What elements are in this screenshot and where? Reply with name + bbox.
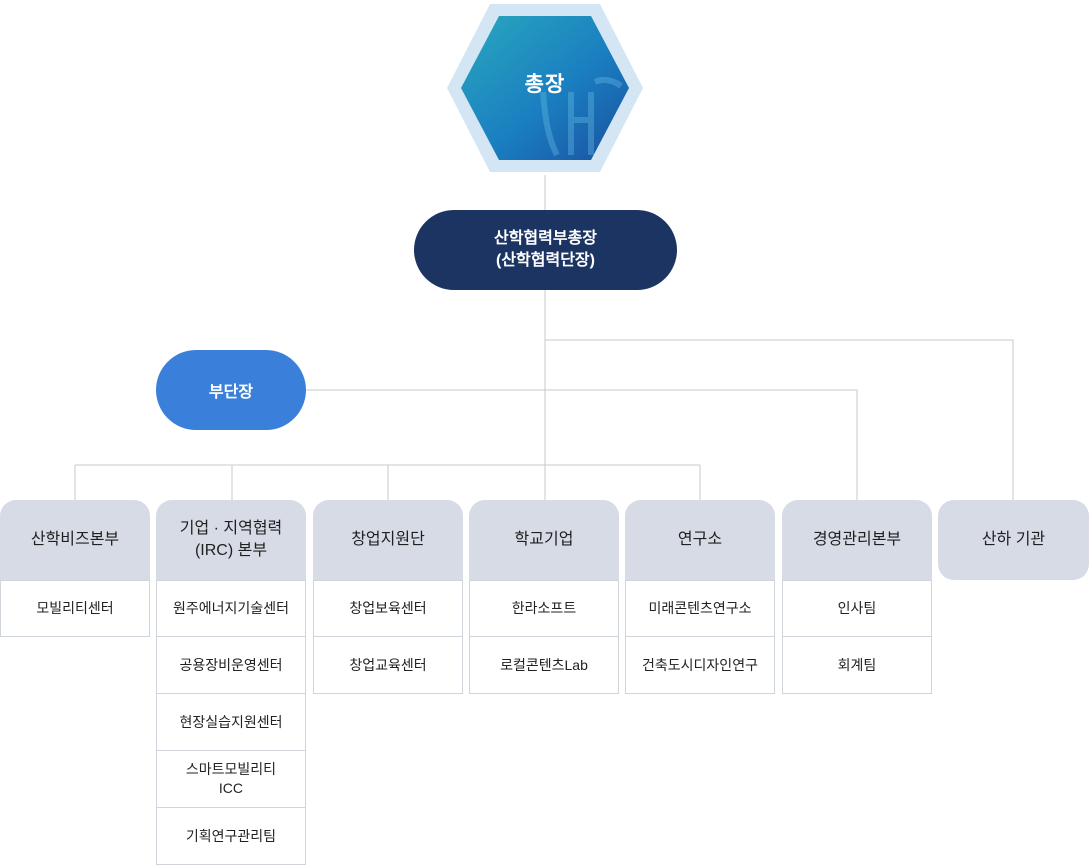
sub-unit: 모빌리티센터 xyxy=(0,580,150,637)
sub-unit: 기획연구관리팀 xyxy=(156,808,306,865)
university-logo-watermark xyxy=(540,76,623,157)
sub-unit: 한라소프트 xyxy=(469,580,619,637)
deputy-label: 부단장 xyxy=(208,384,254,401)
department-title: 산학비즈본부 xyxy=(30,531,120,548)
department-header: 산학비즈본부 xyxy=(0,500,150,580)
sub-unit-label: 현장실습지원센터 xyxy=(179,713,283,730)
sub-unit: 로컬콘텐츠Lab xyxy=(469,637,619,694)
department-title: 학교기업 xyxy=(514,531,574,548)
sub-unit: 건축도시디자인연구 xyxy=(625,637,775,694)
president-label: 총장 xyxy=(524,73,566,96)
department-title: 기업 · 지역협력(IRC) 본부 xyxy=(179,520,283,559)
sub-unit-label: 원주에너지기술센터 xyxy=(173,600,289,616)
sub-unit: 공용장비운영센터 xyxy=(156,637,306,694)
sub-unit-label: 건축도시디자인연구 xyxy=(642,656,758,673)
department-header: 산하 기관 xyxy=(938,500,1089,580)
department-title: 창업지원단 xyxy=(351,531,425,548)
sub-unit-label: 로컬콘텐츠Lab xyxy=(500,656,588,673)
sub-unit-label: 한라소프트 xyxy=(511,600,577,616)
sub-unit-label: 창업교육센터 xyxy=(349,656,427,673)
connector-line xyxy=(545,339,1014,500)
vice-president-box: 산학협력부총장 (산학협력단장) xyxy=(414,210,677,290)
vice-president-title: 산학협력부총장 xyxy=(493,230,598,247)
sub-unit: 창업교육센터 xyxy=(313,637,463,694)
department-title: 경영관리본부 xyxy=(812,531,902,548)
deputy-box: 부단장 xyxy=(156,350,306,430)
sub-unit: 인사팀 xyxy=(782,580,932,637)
connector-line xyxy=(306,389,858,500)
department-title: 연구소 xyxy=(677,531,723,548)
sub-unit: 원주에너지기술센터 xyxy=(156,580,306,637)
sub-unit-label: 인사팀 xyxy=(837,600,877,616)
sub-unit-label: 기획연구관리팀 xyxy=(185,827,277,844)
department-header: 경영관리본부 xyxy=(782,500,932,580)
department-header: 연구소 xyxy=(625,500,775,580)
sub-unit: 미래콘텐츠연구소 xyxy=(625,580,775,637)
sub-unit: 현장실습지원센터 xyxy=(156,694,306,751)
department-header: 학교기업 xyxy=(469,500,619,580)
sub-unit: 창업보육센터 xyxy=(313,580,463,637)
sub-unit-label: 회계팀 xyxy=(837,656,877,673)
president-hexagon xyxy=(447,4,643,172)
department-header: 기업 · 지역협력(IRC) 본부 xyxy=(156,500,306,580)
department-header: 창업지원단 xyxy=(313,500,463,580)
vice-president-subtitle: (산학협력단장) xyxy=(496,252,595,269)
sub-unit-label: 모빌리티센터 xyxy=(36,600,114,616)
sub-unit-label: 창업보육센터 xyxy=(349,600,427,616)
sub-unit-label: 미래콘텐츠연구소 xyxy=(648,600,752,616)
department-title: 산하 기관 xyxy=(981,531,1046,548)
sub-unit: 회계팀 xyxy=(782,637,932,694)
sub-unit-label: 공용장비운영센터 xyxy=(179,656,283,673)
